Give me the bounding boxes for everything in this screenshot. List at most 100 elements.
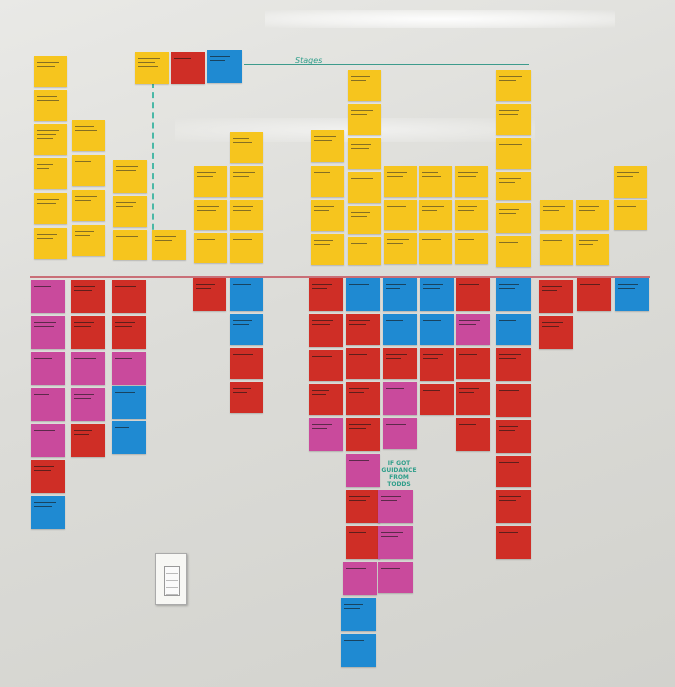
sticky-note — [576, 200, 609, 230]
sticky-note — [496, 104, 531, 135]
sticky-note — [348, 70, 381, 101]
sticky-note — [348, 172, 381, 203]
sticky-note — [341, 598, 376, 631]
sticky-note — [456, 382, 490, 415]
sticky-note — [112, 386, 146, 419]
sticky-note — [419, 166, 452, 197]
sticky-note — [72, 155, 105, 186]
sticky-note — [496, 172, 531, 200]
sticky-note — [71, 388, 105, 421]
sticky-note — [384, 166, 417, 197]
sticky-note — [71, 352, 105, 385]
sticky-note — [34, 158, 67, 189]
sticky-note — [152, 230, 186, 260]
sticky-note — [420, 314, 454, 345]
sticky-note — [72, 120, 105, 151]
sticky-note — [311, 200, 344, 231]
sticky-note — [496, 236, 531, 267]
sticky-note — [496, 526, 531, 559]
sticky-note — [72, 190, 105, 221]
sticky-note — [496, 138, 531, 169]
sticky-note — [378, 490, 413, 523]
sticky-note — [346, 348, 380, 379]
sticky-note — [496, 314, 531, 345]
sticky-note — [383, 278, 417, 311]
sticky-note — [348, 138, 381, 169]
sticky-note — [455, 233, 488, 264]
sticky-note — [346, 418, 380, 451]
sticky-note — [71, 316, 105, 349]
sticky-note — [112, 280, 146, 313]
sticky-note — [496, 70, 531, 101]
sticky-note — [113, 196, 147, 227]
sticky-note — [309, 350, 343, 381]
sticky-note — [383, 314, 417, 345]
sticky-note — [34, 90, 67, 121]
legend-note-yellow — [135, 52, 169, 84]
stages-label: Stages — [295, 56, 323, 65]
sticky-note — [72, 225, 105, 256]
sticky-note — [378, 562, 413, 593]
sticky-note — [614, 166, 647, 198]
sticky-note — [31, 280, 65, 313]
sticky-note — [496, 278, 531, 311]
sticky-note — [540, 234, 573, 265]
sticky-note — [496, 348, 531, 381]
sticky-note — [614, 200, 647, 230]
sticky-note — [311, 234, 344, 265]
sticky-note — [309, 384, 343, 415]
sticky-note — [420, 348, 454, 381]
sticky-note — [615, 278, 649, 311]
divider-line — [30, 276, 650, 278]
sticky-note — [496, 384, 531, 417]
sticky-note — [346, 526, 380, 559]
ceiling-light-glare — [265, 10, 615, 28]
sticky-note — [230, 166, 263, 197]
sticky-note — [577, 278, 611, 311]
sticky-note — [539, 280, 573, 313]
sticky-note — [230, 132, 263, 163]
sticky-note — [193, 278, 226, 311]
sticky-note — [194, 166, 227, 197]
sticky-note — [34, 193, 67, 224]
sticky-note — [576, 234, 609, 265]
sticky-note — [31, 424, 65, 457]
sticky-note — [230, 200, 263, 230]
sticky-note — [383, 348, 417, 379]
sticky-note — [31, 388, 65, 421]
sticky-note — [311, 166, 344, 197]
sticky-note — [496, 203, 531, 233]
sticky-note — [230, 348, 263, 379]
sticky-note — [419, 233, 452, 264]
light-switch — [155, 553, 187, 605]
sticky-note — [455, 166, 488, 197]
sticky-note — [34, 124, 67, 155]
sticky-note — [309, 278, 343, 311]
sticky-note — [496, 456, 531, 487]
sticky-note — [346, 278, 380, 311]
sticky-note — [496, 420, 531, 453]
sticky-note — [194, 200, 227, 230]
sticky-note — [383, 382, 417, 415]
sticky-note — [71, 424, 105, 457]
sticky-note — [455, 200, 488, 230]
sticky-note — [194, 233, 227, 263]
sticky-note — [112, 352, 146, 385]
sticky-note — [112, 421, 146, 454]
sticky-note — [384, 200, 417, 230]
sticky-note — [341, 634, 376, 667]
sticky-note — [420, 278, 454, 311]
sticky-note — [456, 314, 490, 345]
sticky-note — [456, 348, 490, 379]
sticky-note — [346, 490, 380, 523]
sticky-note — [456, 418, 490, 451]
sticky-note — [113, 160, 147, 193]
sticky-note — [311, 130, 344, 162]
sticky-note — [31, 496, 65, 529]
sticky-note — [31, 460, 65, 493]
legend-note-blue — [207, 50, 242, 83]
handwritten-middle-note: IF GOT GUIDANCE FROM TODDS — [381, 460, 417, 488]
sticky-note — [383, 418, 417, 449]
sticky-note — [230, 233, 263, 263]
sticky-note — [348, 104, 381, 135]
